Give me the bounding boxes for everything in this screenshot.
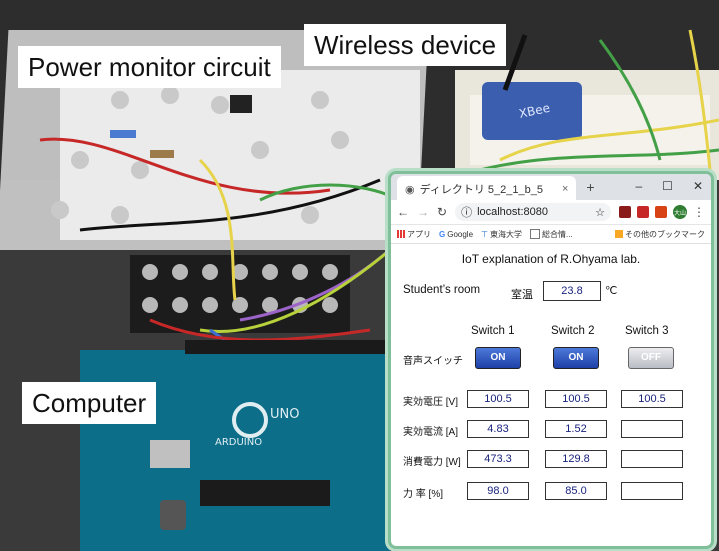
svg-text:ARDUINO: ARDUINO	[215, 437, 262, 448]
apps-grid-icon	[397, 230, 405, 238]
power-factor-switch-2: 85.0	[545, 482, 607, 500]
switch-1-toggle[interactable]: ON	[475, 347, 521, 369]
voltage-switch-3: 100.5	[621, 390, 683, 408]
power-label: 消費電力 [W]	[403, 457, 461, 468]
current-switch-1: 4.83	[467, 420, 529, 438]
shield-icon[interactable]	[637, 206, 649, 218]
page-content: IoT explanation of R.Ohyama lab. Student…	[391, 244, 711, 534]
new-tab-button[interactable]: +	[586, 179, 595, 195]
current-switch-3	[621, 420, 683, 438]
temperature-label: 室温	[511, 289, 533, 301]
page-icon	[530, 229, 540, 239]
svg-text:UNO: UNO	[270, 407, 299, 422]
current-switch-2: 1.52	[545, 420, 607, 438]
extension-icon[interactable]	[655, 206, 667, 218]
voltage-label: 実効電圧 [V]	[403, 397, 459, 408]
power-switch-2: 129.8	[545, 450, 607, 468]
url-text: localhost:8080	[477, 206, 549, 218]
info-icon: ⓘ	[461, 207, 473, 219]
computer-caption: Computer	[22, 382, 157, 424]
switch-2-header: Switch 2	[551, 325, 595, 337]
temperature-value: 23.8	[543, 281, 601, 301]
globe-icon: ◉	[405, 183, 415, 196]
room-label: Student’s room	[403, 284, 481, 296]
power-monitor-caption: Power monitor circuit	[18, 46, 281, 88]
svg-text:XBee: XBee	[518, 101, 551, 121]
folder-icon	[615, 230, 623, 238]
forward-icon[interactable]: →	[417, 205, 429, 219]
wireless-device-caption: Wireless device	[304, 24, 507, 66]
window-controls: – ☐ ✕	[635, 179, 703, 193]
extension-icons: 大山 ⋮	[619, 205, 705, 219]
voice-switch-label: 音声スイッチ	[403, 356, 463, 367]
switch-2-toggle[interactable]: ON	[553, 347, 599, 369]
bookmark-tokai[interactable]: ⊤東海大学	[481, 229, 522, 239]
switch-1-header: Switch 1	[471, 325, 515, 337]
power-switch-3	[621, 450, 683, 468]
address-bar: ← → ↻ ⓘ localhost:8080 ☆ 大山 ⋮	[391, 200, 711, 225]
current-label: 実効電流 [A]	[403, 427, 459, 438]
bookmark-sogo[interactable]: 総合情...	[530, 229, 573, 240]
title-bar: ◉ ディレクトリ 5_2_1_b_5 × + – ☐ ✕	[391, 174, 711, 202]
bookmark-other[interactable]: その他のブックマーク	[615, 229, 705, 240]
bookmark-apps[interactable]: アプリ	[397, 229, 431, 240]
reload-icon[interactable]: ↻	[437, 205, 448, 219]
page-title: IoT explanation of R.Ohyama lab.	[461, 252, 641, 266]
university-icon: ⊤	[481, 229, 488, 239]
voltage-switch-1: 100.5	[467, 390, 529, 408]
temperature-unit: ℃	[605, 285, 618, 297]
back-icon[interactable]: ←	[397, 205, 409, 219]
extension-icon[interactable]	[619, 206, 631, 218]
google-icon: G	[439, 229, 446, 239]
minimize-icon[interactable]: –	[635, 179, 643, 193]
close-tab-icon[interactable]: ×	[561, 183, 569, 195]
avatar[interactable]: 大山	[673, 205, 687, 219]
switch-3-toggle[interactable]: OFF	[628, 347, 674, 369]
xbee-module	[482, 82, 582, 140]
tab-title: ディレクトリ 5_2_1_b_5	[419, 184, 543, 196]
switch-3-header: Switch 3	[625, 325, 669, 337]
power-factor-switch-1: 98.0	[467, 482, 529, 500]
power-factor-switch-3	[621, 482, 683, 500]
power-factor-label: 力 率 [%]	[403, 489, 444, 500]
voltage-switch-2: 100.5	[545, 390, 607, 408]
url-input[interactable]: ⓘ localhost:8080 ☆	[455, 203, 611, 221]
browser-window: ◉ ディレクトリ 5_2_1_b_5 × + – ☐ ✕ ← → ↻ ⓘ loc…	[388, 171, 714, 549]
maximize-icon[interactable]: ☐	[662, 179, 673, 193]
power-switch-1: 473.3	[467, 450, 529, 468]
close-window-icon[interactable]: ✕	[692, 179, 703, 193]
star-icon[interactable]: ☆	[595, 206, 605, 219]
menu-icon[interactable]: ⋮	[693, 205, 705, 219]
browser-tab[interactable]: ◉ ディレクトリ 5_2_1_b_5 ×	[397, 176, 577, 202]
arduino-board	[80, 350, 390, 551]
